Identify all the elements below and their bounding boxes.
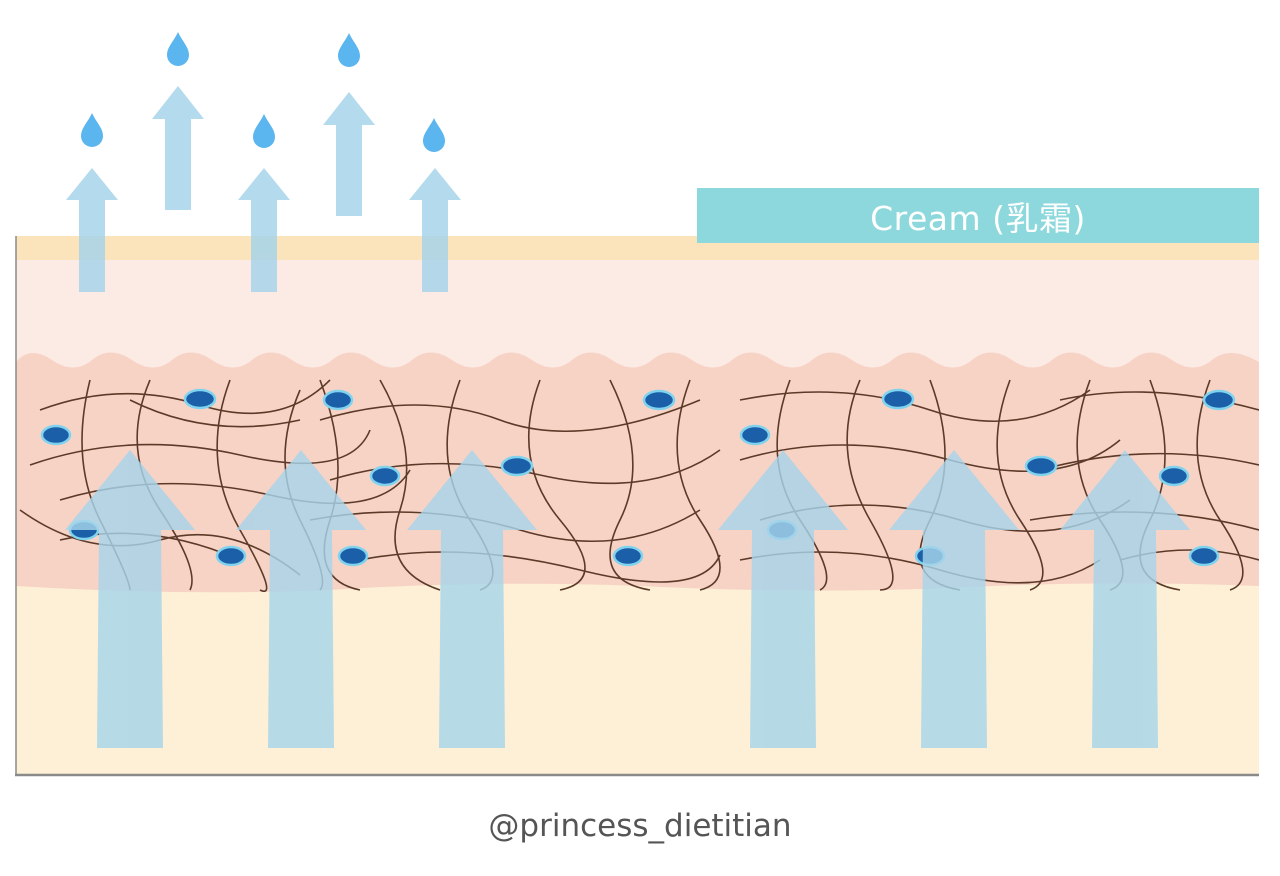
cell	[612, 545, 644, 567]
evaporation-arrow	[409, 168, 461, 292]
moisture-arrow	[236, 450, 366, 748]
author-credit: @princess_dietitian	[488, 808, 792, 844]
cell	[1188, 545, 1220, 567]
cream-label: Cream (乳霜)	[697, 188, 1259, 243]
cell	[183, 388, 217, 410]
epidermis-layer	[16, 260, 1259, 368]
water-droplet-icon	[338, 33, 360, 67]
moisture-arrow	[1060, 450, 1190, 748]
water-droplet-icon	[167, 32, 189, 66]
water-droplet-icon	[81, 113, 103, 147]
cell	[337, 545, 369, 567]
cell	[500, 455, 534, 477]
cell	[881, 388, 915, 410]
moisture-arrow	[889, 450, 1019, 748]
cell	[739, 424, 771, 446]
subcutaneous-layer	[16, 560, 1259, 774]
water-droplet-icon	[253, 114, 275, 148]
evaporation-arrows	[66, 86, 461, 292]
cell	[1024, 455, 1058, 477]
evaporation-arrow	[238, 168, 290, 292]
evaporation-arrow	[323, 92, 375, 216]
moisture-arrow	[718, 450, 848, 748]
cell	[1202, 389, 1236, 411]
water-droplet-icon	[423, 118, 445, 152]
moisture-arrows-large	[65, 450, 1190, 748]
cell	[40, 424, 72, 446]
cell	[322, 389, 354, 411]
cell	[215, 545, 247, 567]
cell	[1158, 465, 1190, 487]
collagen-fiber-network	[19, 379, 1259, 592]
cell	[369, 465, 401, 487]
moisture-arrow	[65, 450, 195, 748]
evaporation-arrow	[152, 86, 204, 210]
moisture-arrow	[407, 450, 537, 748]
cell	[642, 389, 676, 411]
evaporation-arrow	[66, 168, 118, 292]
water-droplets	[81, 32, 445, 152]
